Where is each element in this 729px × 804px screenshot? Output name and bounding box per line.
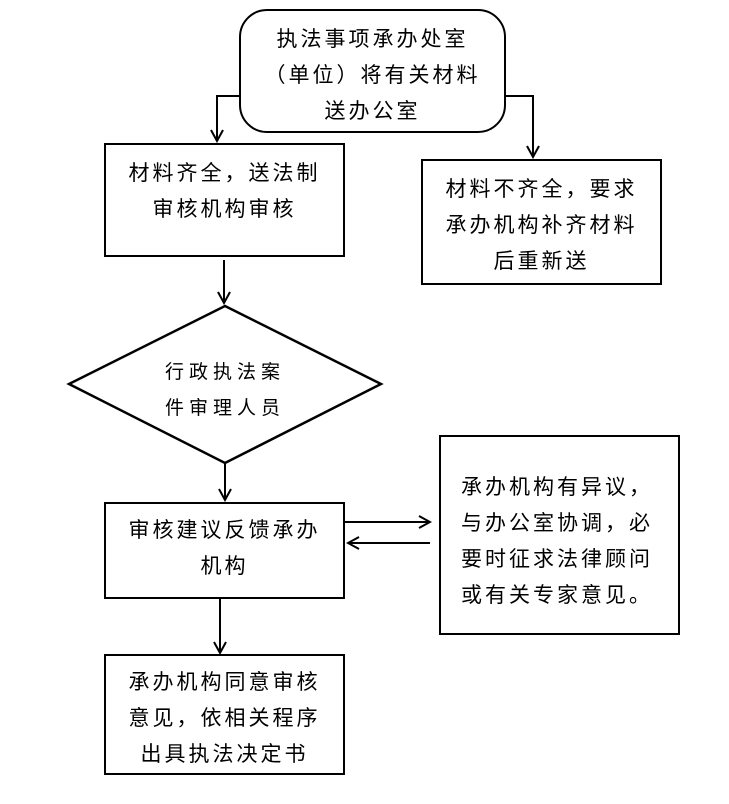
- dispute-node-line: 与办公室协调，必: [461, 511, 653, 535]
- start-node: 执法事项承办处室 （单位）将有关材料 送办公室: [239, 9, 506, 133]
- dispute-node-line: 承办机构有异议，: [461, 475, 653, 499]
- start-node-line: 送办公室: [324, 99, 421, 123]
- dispute-node-line: 或有关专家意见。: [461, 583, 653, 607]
- feedback-node: 审核建议反馈承办 机构: [104, 502, 345, 599]
- edge-start-to-incomplete: [505, 95, 533, 157]
- feedback-node-line: 审核建议反馈承办: [128, 518, 321, 542]
- reviewer-node: 行政执法案 件审理人员: [120, 354, 330, 426]
- feedback-node-line: 机构: [200, 554, 249, 578]
- start-node-line: 执法事项承办处室: [276, 27, 469, 51]
- final-node-line: 出具执法决定书: [140, 742, 309, 766]
- reviewer-node-line: 行政执法案: [164, 361, 285, 383]
- complete-node-line: 审核机构审核: [152, 197, 297, 221]
- incomplete-node-line: 后重新送: [493, 249, 590, 273]
- complete-node-line: 材料齐全，送法制: [128, 161, 321, 185]
- dispute-node-line: 要时征求法律顾问: [461, 547, 653, 571]
- incomplete-node-line: 承办机构补齐材料: [445, 213, 638, 237]
- final-decision-node: 承办机构同意审核 意见，依相关程序 出具执法决定书: [104, 654, 345, 775]
- dispute-node: 承办机构有异议， 与办公室协调，必 要时征求法律顾问 或有关专家意见。: [439, 435, 680, 635]
- complete-materials-node: 材料齐全，送法制 审核机构审核: [104, 143, 345, 257]
- incomplete-materials-node: 材料不齐全，要求 承办机构补齐材料 后重新送: [421, 159, 662, 285]
- start-node-line: （单位）将有关材料: [264, 63, 481, 87]
- final-node-line: 承办机构同意审核: [128, 670, 321, 694]
- edge-start-to-complete: [217, 95, 239, 141]
- final-node-line: 意见，依相关程序: [128, 706, 321, 730]
- reviewer-node-line: 件审理人员: [164, 397, 285, 419]
- incomplete-node-line: 材料不齐全，要求: [445, 177, 638, 201]
